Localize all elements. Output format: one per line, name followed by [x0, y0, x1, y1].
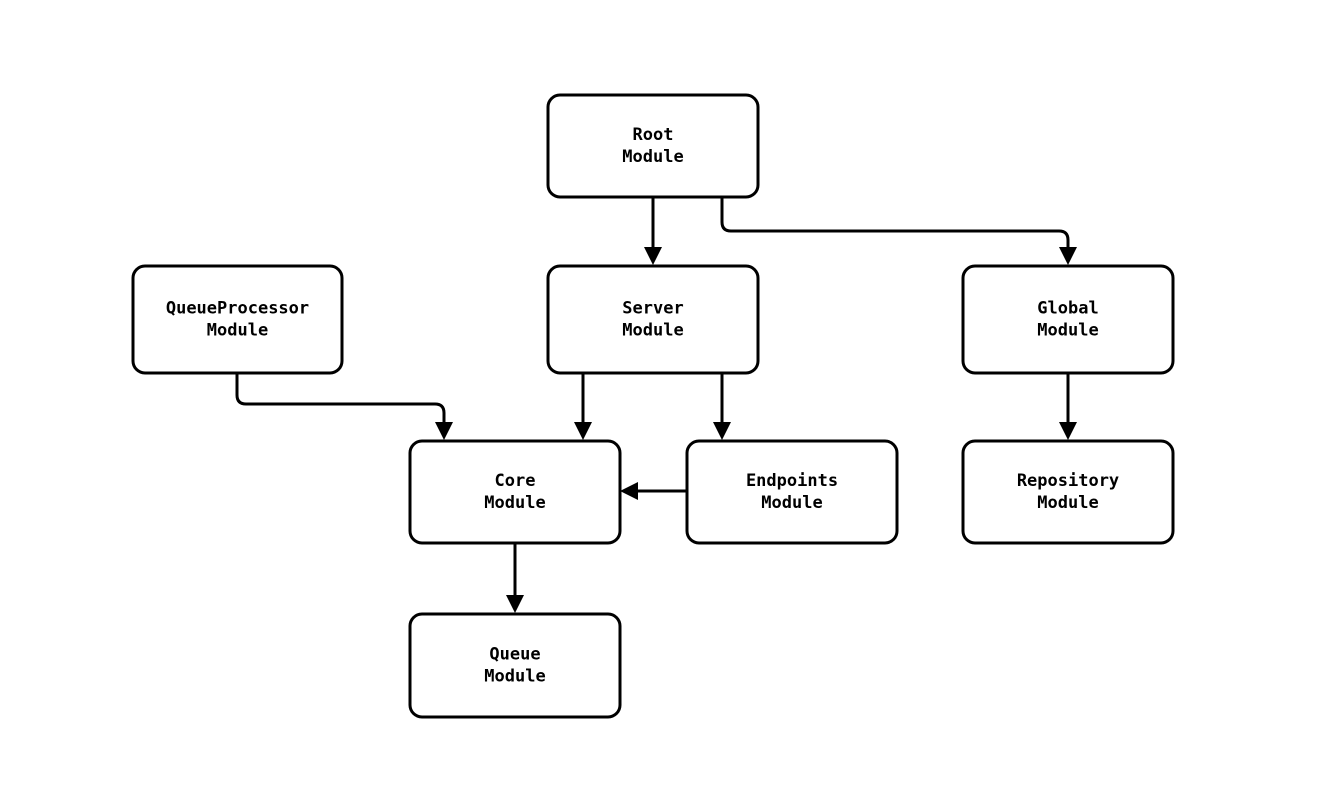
node-box[interactable]	[546, 264, 760, 375]
arrowhead-icon	[644, 247, 662, 265]
arrowhead-icon	[506, 595, 524, 613]
node-label-line1: Repository	[1017, 471, 1119, 491]
node-label-line2: Module	[761, 493, 822, 513]
node-global[interactable]: Global Module	[961, 264, 1175, 375]
node-label-line2: Module	[484, 667, 545, 687]
node-label-line1: QueueProcessor	[166, 299, 309, 319]
arrowhead-icon	[1059, 422, 1077, 440]
node-box[interactable]	[408, 612, 622, 719]
edge-server-to-endpoints	[713, 373, 731, 440]
edges-layer	[235, 197, 1077, 613]
node-label-line2: Module	[1037, 493, 1098, 513]
node-root[interactable]: Root Module	[546, 93, 760, 199]
node-endpoints[interactable]: Endpoints Module	[685, 439, 899, 545]
arrowhead-icon	[574, 422, 592, 440]
node-label-line1: Core	[495, 471, 536, 491]
node-queue[interactable]: Queue Module	[408, 612, 622, 719]
edge-root-to-server	[644, 197, 662, 265]
node-queueprocessor[interactable]: QueueProcessor Module	[131, 264, 344, 375]
arrowhead-icon	[1059, 247, 1077, 265]
node-box[interactable]	[961, 264, 1175, 375]
node-label-line2: Module	[1037, 321, 1098, 341]
edge-line	[235, 373, 446, 426]
edge-core-to-queue	[506, 543, 524, 613]
node-label-line1: Global	[1037, 299, 1098, 319]
edge-global-to-repository	[1059, 373, 1077, 440]
edge-queueprocessor-to-core	[235, 373, 453, 440]
arrowhead-icon	[620, 482, 638, 500]
node-server[interactable]: Server Module	[546, 264, 760, 375]
edge-endpoints-to-core	[620, 482, 687, 500]
node-box[interactable]	[685, 439, 899, 545]
node-box[interactable]	[131, 264, 344, 375]
node-label-line1: Endpoints	[746, 471, 838, 491]
node-core[interactable]: Core Module	[408, 439, 622, 545]
node-box[interactable]	[961, 439, 1175, 545]
arrowhead-icon	[713, 422, 731, 440]
node-label-line2: Module	[207, 321, 268, 341]
node-label-line2: Module	[484, 493, 545, 513]
node-box[interactable]	[546, 93, 760, 199]
edge-root-to-global	[720, 197, 1077, 265]
nodes-layer: Root Module QueueProcessor Module Server…	[131, 93, 1175, 719]
node-repository[interactable]: Repository Module	[961, 439, 1175, 545]
arrowhead-icon	[435, 422, 453, 440]
node-label-line1: Queue	[489, 645, 540, 665]
edge-server-to-core	[574, 373, 592, 440]
node-label-line1: Server	[622, 299, 683, 319]
node-label-line2: Module	[622, 321, 683, 341]
edge-line	[720, 197, 1070, 252]
node-label-line1: Root	[633, 125, 674, 145]
node-label-line2: Module	[622, 147, 683, 167]
node-box[interactable]	[408, 439, 622, 545]
